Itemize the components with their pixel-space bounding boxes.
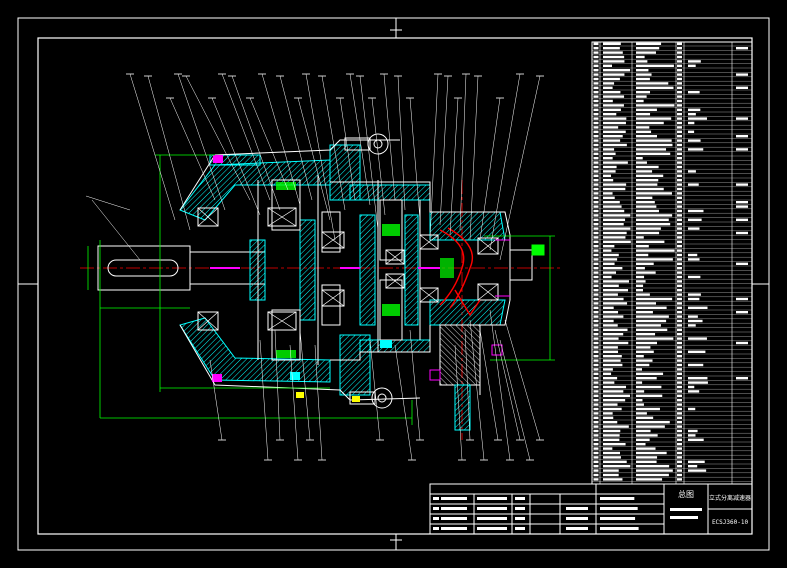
title-block: 总图 立式分离减速器 ECSJ360-10 [429,483,753,535]
lifting-eye-bottom [349,387,393,409]
output-flange [495,239,545,297]
bevel-gear [439,227,481,317]
bearings [197,207,499,331]
parts-list-table [591,41,753,485]
gears [271,179,403,361]
gearbox-assembly [80,73,560,461]
fittings [210,155,503,402]
gear-teeth-highlight [276,182,454,380]
housing-section [179,144,506,431]
dimension-lines [87,154,555,425]
company-label: 总图 [678,489,694,499]
part-leader-lines [85,73,544,461]
drawing-title: 立式分离减速器 [709,494,751,502]
drawing-number: ECSJ360-10 [712,519,749,526]
